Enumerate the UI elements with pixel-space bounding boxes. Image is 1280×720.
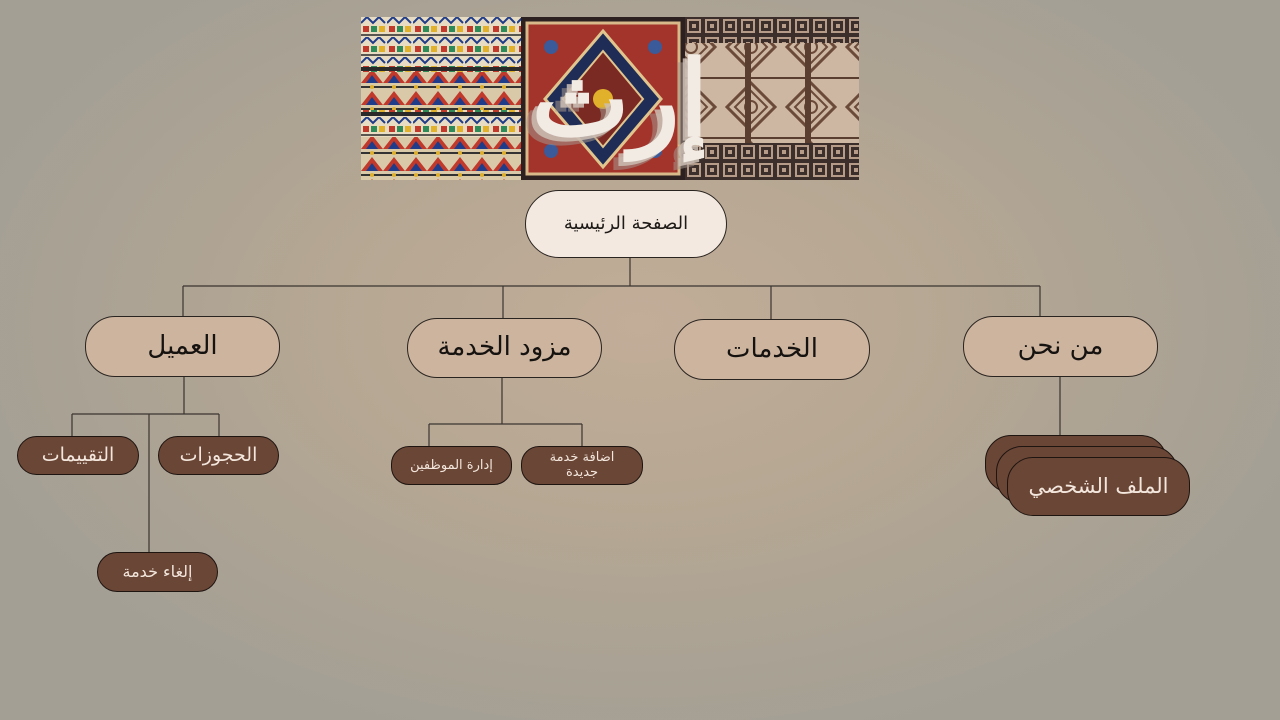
node-service-provider[interactable]: مزود الخدمة — [407, 318, 602, 378]
node-about-us[interactable]: من نحن — [963, 316, 1158, 377]
connector-client-children — [71, 377, 220, 552]
node-services[interactable]: الخدمات — [674, 319, 870, 380]
node-ratings[interactable]: التقييمات — [17, 436, 139, 475]
brand-logo: إرث — [531, 36, 709, 160]
banner-image: إرث — [361, 17, 859, 180]
node-add-new-service[interactable]: اضافة خدمة جديدة — [521, 446, 643, 485]
connector-provider-children — [428, 378, 583, 447]
node-cancel-service[interactable]: إلغاء خدمة — [97, 552, 218, 592]
node-manage-employees[interactable]: إدارة الموظفين — [391, 446, 512, 485]
node-home-page[interactable]: الصفحة الرئيسية — [525, 190, 727, 258]
node-bookings[interactable]: الحجوزات — [158, 436, 279, 475]
node-profile[interactable]: الملف الشخصي — [1007, 457, 1190, 516]
textile-pattern-graphic — [361, 17, 859, 180]
node-client[interactable]: العميل — [85, 316, 280, 377]
